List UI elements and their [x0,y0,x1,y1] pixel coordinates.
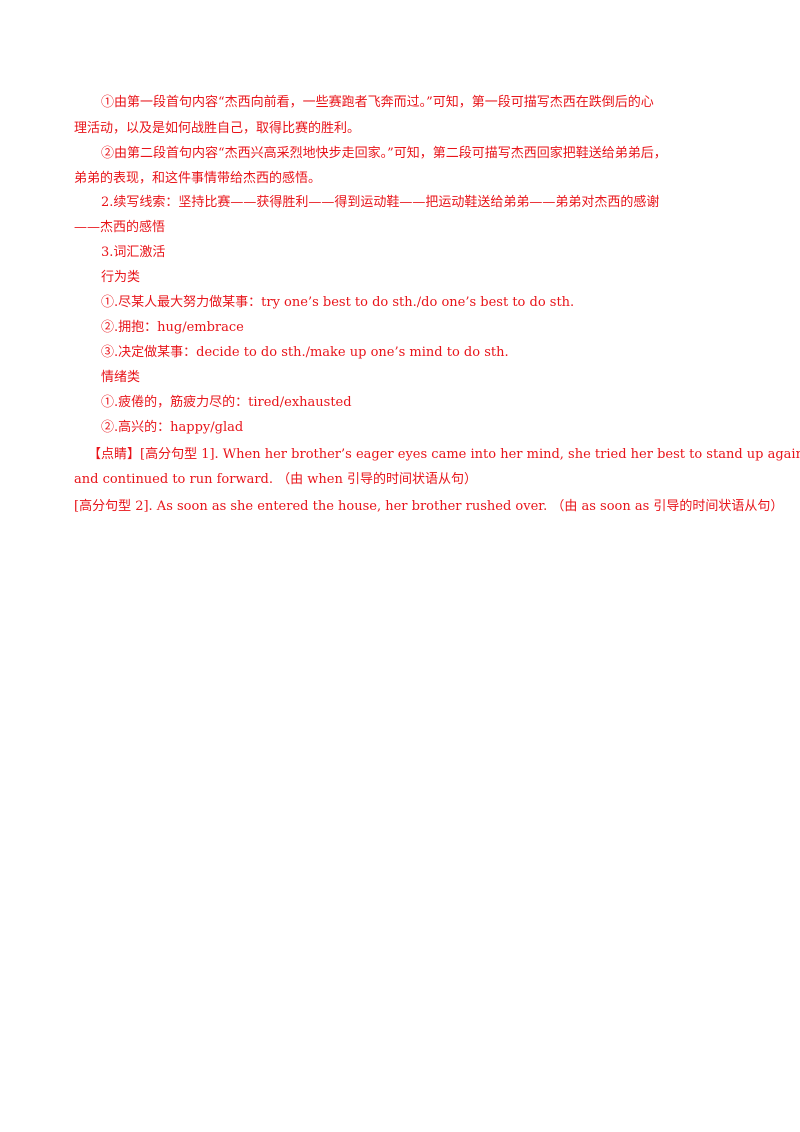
emotion-item-2: ②.高兴的：happy/glad [101,420,244,435]
action-item-2: ②.拥抱：hug/embrace [101,320,244,335]
paragraph-2-line-1: ②由第二段首句内容“杰西兴高采烈地快步走回家。”可知，第二段可描写杰西回家把鞋送… [101,146,667,161]
action-category-heading: 行为类 [101,270,141,285]
action-item-3: ③.决定做某事：decide to do sth./make up one’s … [101,345,509,360]
emotion-item-1: ①.疲倦的，筋疲力尽的：tired/exhausted [101,395,352,410]
clue-line-1: 2.续写线索：坚持比赛——获得胜利——得到运动鞋——把运动鞋送给弟弟——弟弟对杰… [101,195,660,210]
emotion-category-heading: 情绪类 [101,370,141,385]
sentence-pattern-2: [高分句型 2]. As soon as she entered the hou… [74,499,784,514]
sentence-pattern-1-line-2: and continued to run forward. （由 when 引导… [74,472,477,487]
action-item-1: ①.尽某人最大努力做某事：try one’s best to do sth./d… [101,295,575,310]
paragraph-2-line-2: 弟弟的表现，和这件事情带给杰西的感悟。 [74,171,322,186]
paragraph-1-line-1: ①由第一段首句内容“杰西向前看，一些赛跑者飞奔而过。”可知，第一段可描写杰西在跌… [101,95,654,110]
sentence-pattern-1-line-1: 【点睛】[高分句型 1]. When her brother’s eager e… [88,447,800,462]
clue-line-2: ——杰西的感悟 [74,220,166,235]
paragraph-1-line-2: 理活动，以及是如何战胜自己，取得比赛的胜利。 [74,121,361,136]
vocab-heading: 3.词汇激活 [101,245,166,260]
